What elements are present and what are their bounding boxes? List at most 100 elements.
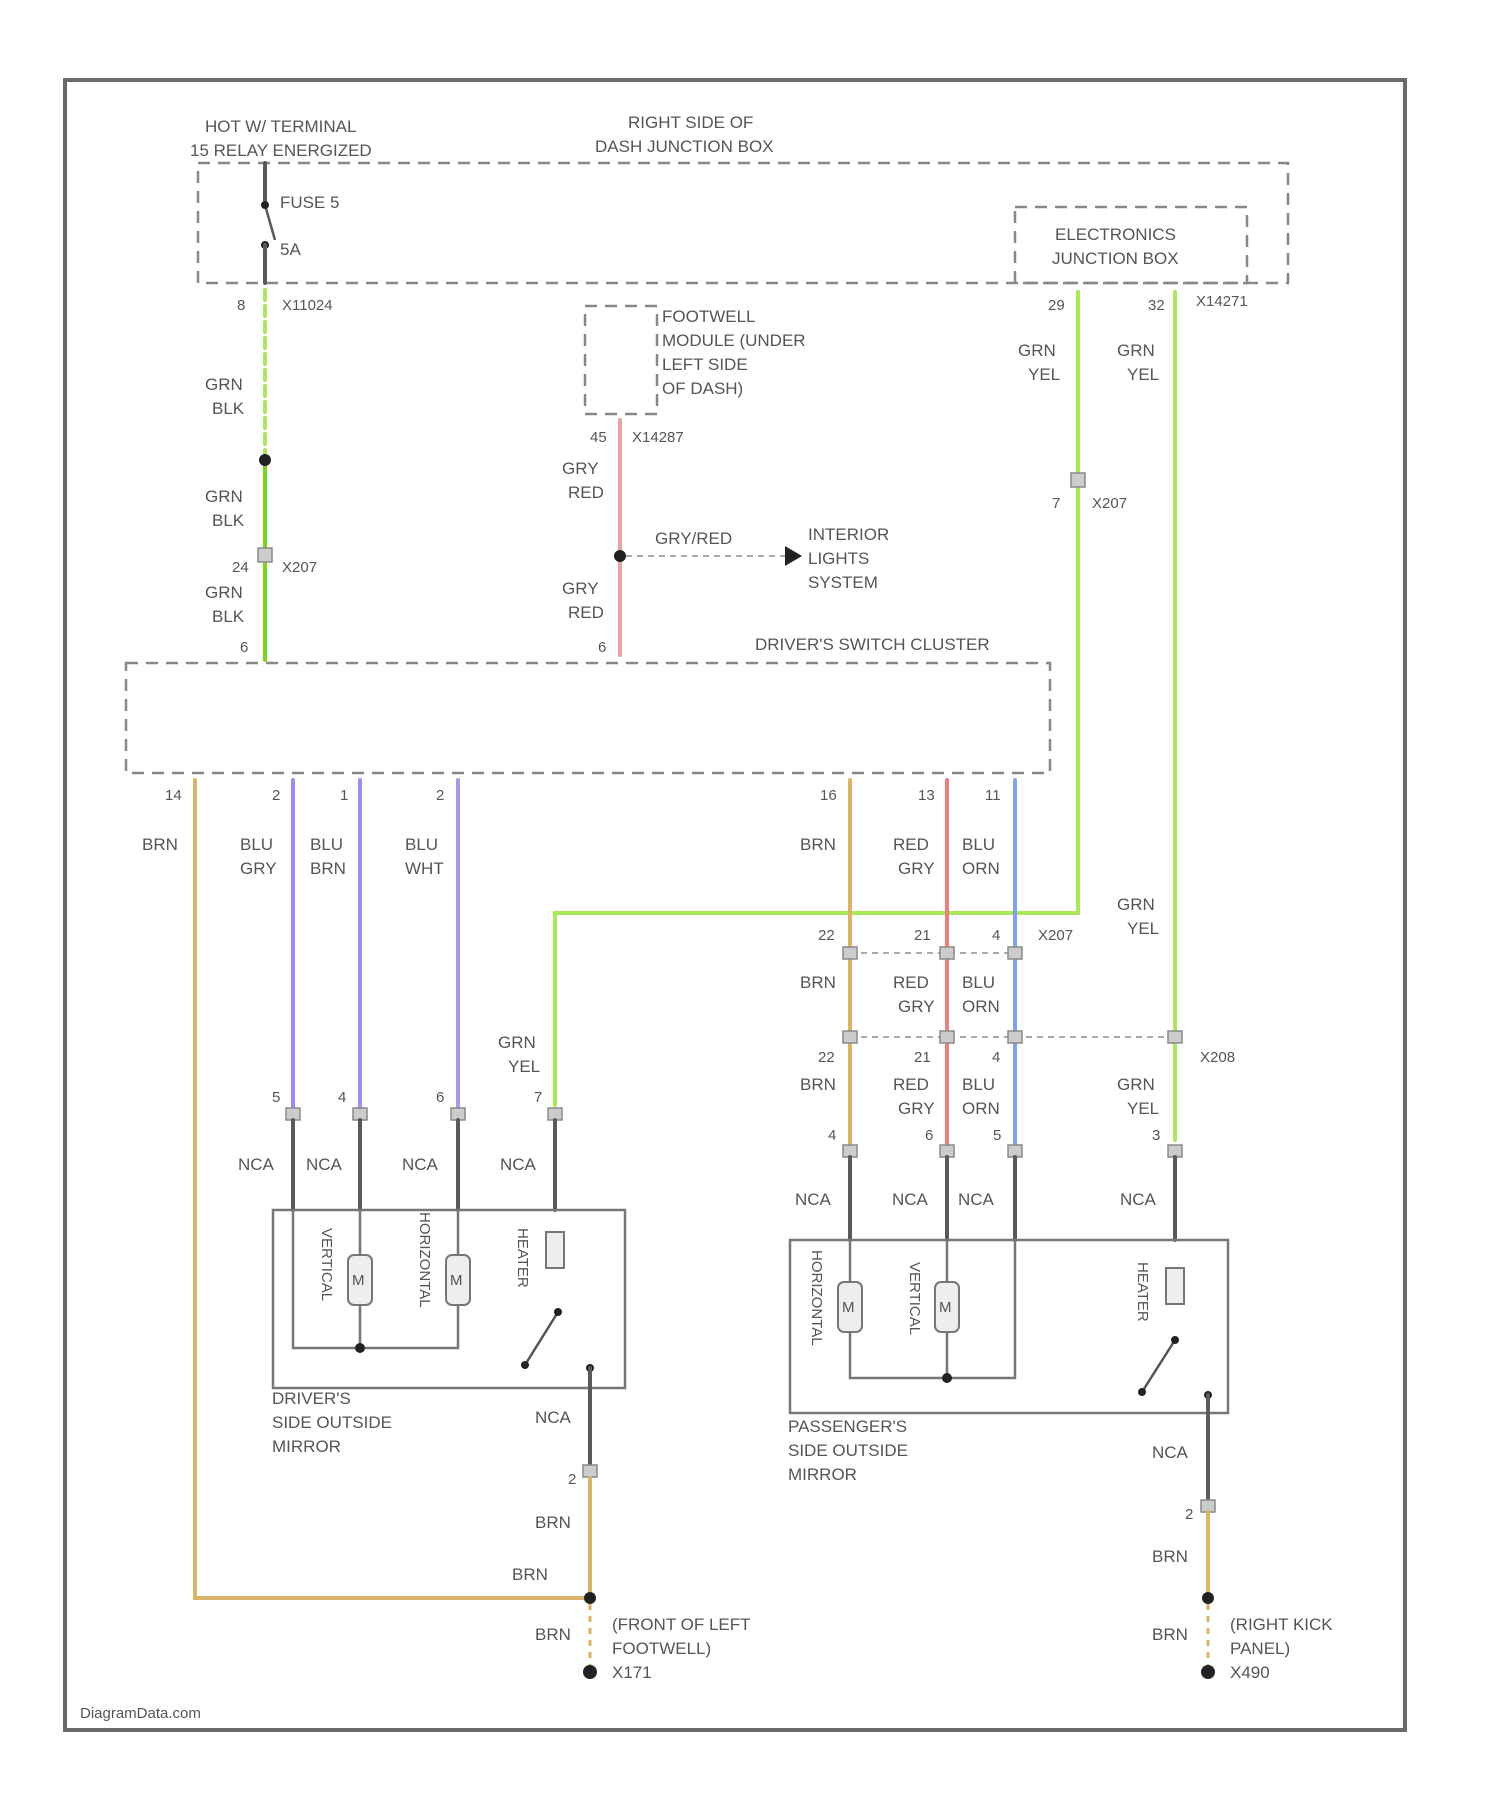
footwell-label-line1: FOOTWELL: [662, 307, 756, 326]
wire-color: ORN: [962, 859, 1000, 878]
motor-label: HORIZONTAL: [416, 1212, 433, 1308]
connector-label: X11024: [282, 297, 333, 314]
junction-box-label-line2: DASH JUNCTION BOX: [595, 137, 774, 156]
motor-label: VERTICAL: [318, 1228, 335, 1301]
wire-color: GRY: [240, 859, 277, 878]
pass-mirror-label-line1: PASSENGER'S: [788, 1417, 907, 1436]
pin-label: 14: [165, 787, 182, 804]
ground-left-line3: X171: [612, 1663, 652, 1682]
wire-color: BRN: [142, 835, 178, 854]
wire-color: BLU: [962, 973, 995, 992]
wire-color: GRN: [205, 487, 243, 506]
wire-color: GRY: [898, 859, 935, 878]
connector-label: X14287: [632, 429, 684, 446]
wire-color: BLU: [962, 835, 995, 854]
splice-dot: [614, 550, 626, 562]
watermark: DiagramData.com: [80, 1705, 201, 1722]
wire-color: BLK: [212, 399, 245, 418]
wire-color: GRN: [1117, 1075, 1155, 1094]
wire-color: BLU: [405, 835, 438, 854]
pin-label: 8: [237, 297, 245, 314]
wire-color: NCA: [892, 1190, 929, 1209]
heater-switch: [1142, 1340, 1175, 1392]
fuse-label: FUSE 5: [280, 193, 340, 212]
wire-color: BRN: [1152, 1547, 1188, 1566]
pin-label: 4: [338, 1089, 346, 1106]
pin-label: 7: [1052, 495, 1060, 512]
pin-label: 2: [568, 1471, 576, 1488]
splice-dot: [355, 1343, 365, 1353]
switch-contact: [521, 1361, 529, 1369]
wire-color: GRN: [205, 583, 243, 602]
wire-color: YEL: [1127, 365, 1159, 384]
motor-circuit: [850, 1240, 1015, 1378]
wire-color: BRN: [800, 973, 836, 992]
connector-pin: [583, 1465, 597, 1477]
wire-color: GRN: [1117, 341, 1155, 360]
pin-label: 21: [914, 1049, 931, 1066]
junction-box-label-line1: RIGHT SIDE OF: [628, 113, 753, 132]
interior-label-line3: SYSTEM: [808, 573, 878, 592]
connector-pin: [940, 1031, 954, 1043]
connector-label: X207: [1038, 927, 1073, 944]
drv-mirror-label-line1: DRIVER'S: [272, 1389, 351, 1408]
pin-label: 5: [993, 1127, 1001, 1144]
wire-color: GRY: [562, 579, 599, 598]
wire-color: BLU: [240, 835, 273, 854]
connector-x207-pin7: [1071, 473, 1085, 487]
pin-label: 13: [918, 787, 935, 804]
wire-color: RED: [893, 1075, 929, 1094]
connector-pin: [843, 1031, 857, 1043]
pin-label: 6: [598, 639, 606, 656]
heater-switch: [525, 1312, 558, 1365]
wire-color: NCA: [402, 1155, 439, 1174]
pin-label: 2: [1185, 1506, 1193, 1523]
wire-color: GRY: [898, 1099, 935, 1118]
motor-label: HORIZONTAL: [808, 1250, 825, 1346]
switch-contact: [554, 1308, 562, 1316]
footwell-label-line3: LEFT SIDE: [662, 355, 748, 374]
wire-color: BLK: [212, 607, 245, 626]
connector-x207-pin24: [258, 548, 272, 562]
pin-label: 21: [914, 927, 931, 944]
hot-in-label-line2: 15 RELAY ENERGIZED: [190, 141, 372, 160]
ejb-label-line2: JUNCTION BOX: [1052, 249, 1179, 268]
wire-color: GRN: [498, 1033, 536, 1052]
footwell-label-line2: MODULE (UNDER: [662, 331, 806, 350]
footwell-label-line4: OF DASH): [662, 379, 743, 398]
connector-label: X208: [1200, 1049, 1235, 1066]
pin-label: 6: [436, 1089, 444, 1106]
splice-dot: [259, 454, 271, 466]
connector-label: X207: [1092, 495, 1127, 512]
drv-mirror-label-line3: MIRROR: [272, 1437, 341, 1456]
pin-label: 6: [925, 1127, 933, 1144]
wire-color: GRY: [562, 459, 599, 478]
pin-label: 24: [232, 559, 249, 576]
wire-color: RED: [893, 973, 929, 992]
wire-color: GRN: [1117, 895, 1155, 914]
wire-brn-left: [195, 780, 590, 1598]
wire-color: BLK: [212, 511, 245, 530]
wire-color: BRN: [535, 1513, 571, 1532]
heater-element-icon: [546, 1232, 564, 1268]
pass-mirror-label-line3: MIRROR: [788, 1465, 857, 1484]
pin-label: 32: [1148, 297, 1165, 314]
pass-mirror-label-line2: SIDE OUTSIDE: [788, 1441, 908, 1460]
drv-mirror-label-line2: SIDE OUTSIDE: [272, 1413, 392, 1432]
ground-right-line3: X490: [1230, 1663, 1270, 1682]
drivers-switch-cluster: [126, 663, 1050, 773]
heater-label: HEATER: [514, 1228, 531, 1288]
wire-color: RED: [893, 835, 929, 854]
wire-color: YEL: [1127, 1099, 1159, 1118]
branch-wire-color: GRY/RED: [655, 529, 732, 548]
ground-right-line1: (RIGHT KICK: [1230, 1615, 1333, 1634]
connector-label: X207: [282, 559, 317, 576]
motor-symbol: M: [450, 1272, 463, 1289]
wire-color: BRN: [535, 1625, 571, 1644]
pin-label: 6: [240, 639, 248, 656]
ground-right-line2: PANEL): [1230, 1639, 1290, 1658]
connector-pin: [940, 947, 954, 959]
wire-color: BRN: [800, 1075, 836, 1094]
splice-dot: [584, 1592, 596, 1604]
pin-label: 2: [436, 787, 444, 804]
